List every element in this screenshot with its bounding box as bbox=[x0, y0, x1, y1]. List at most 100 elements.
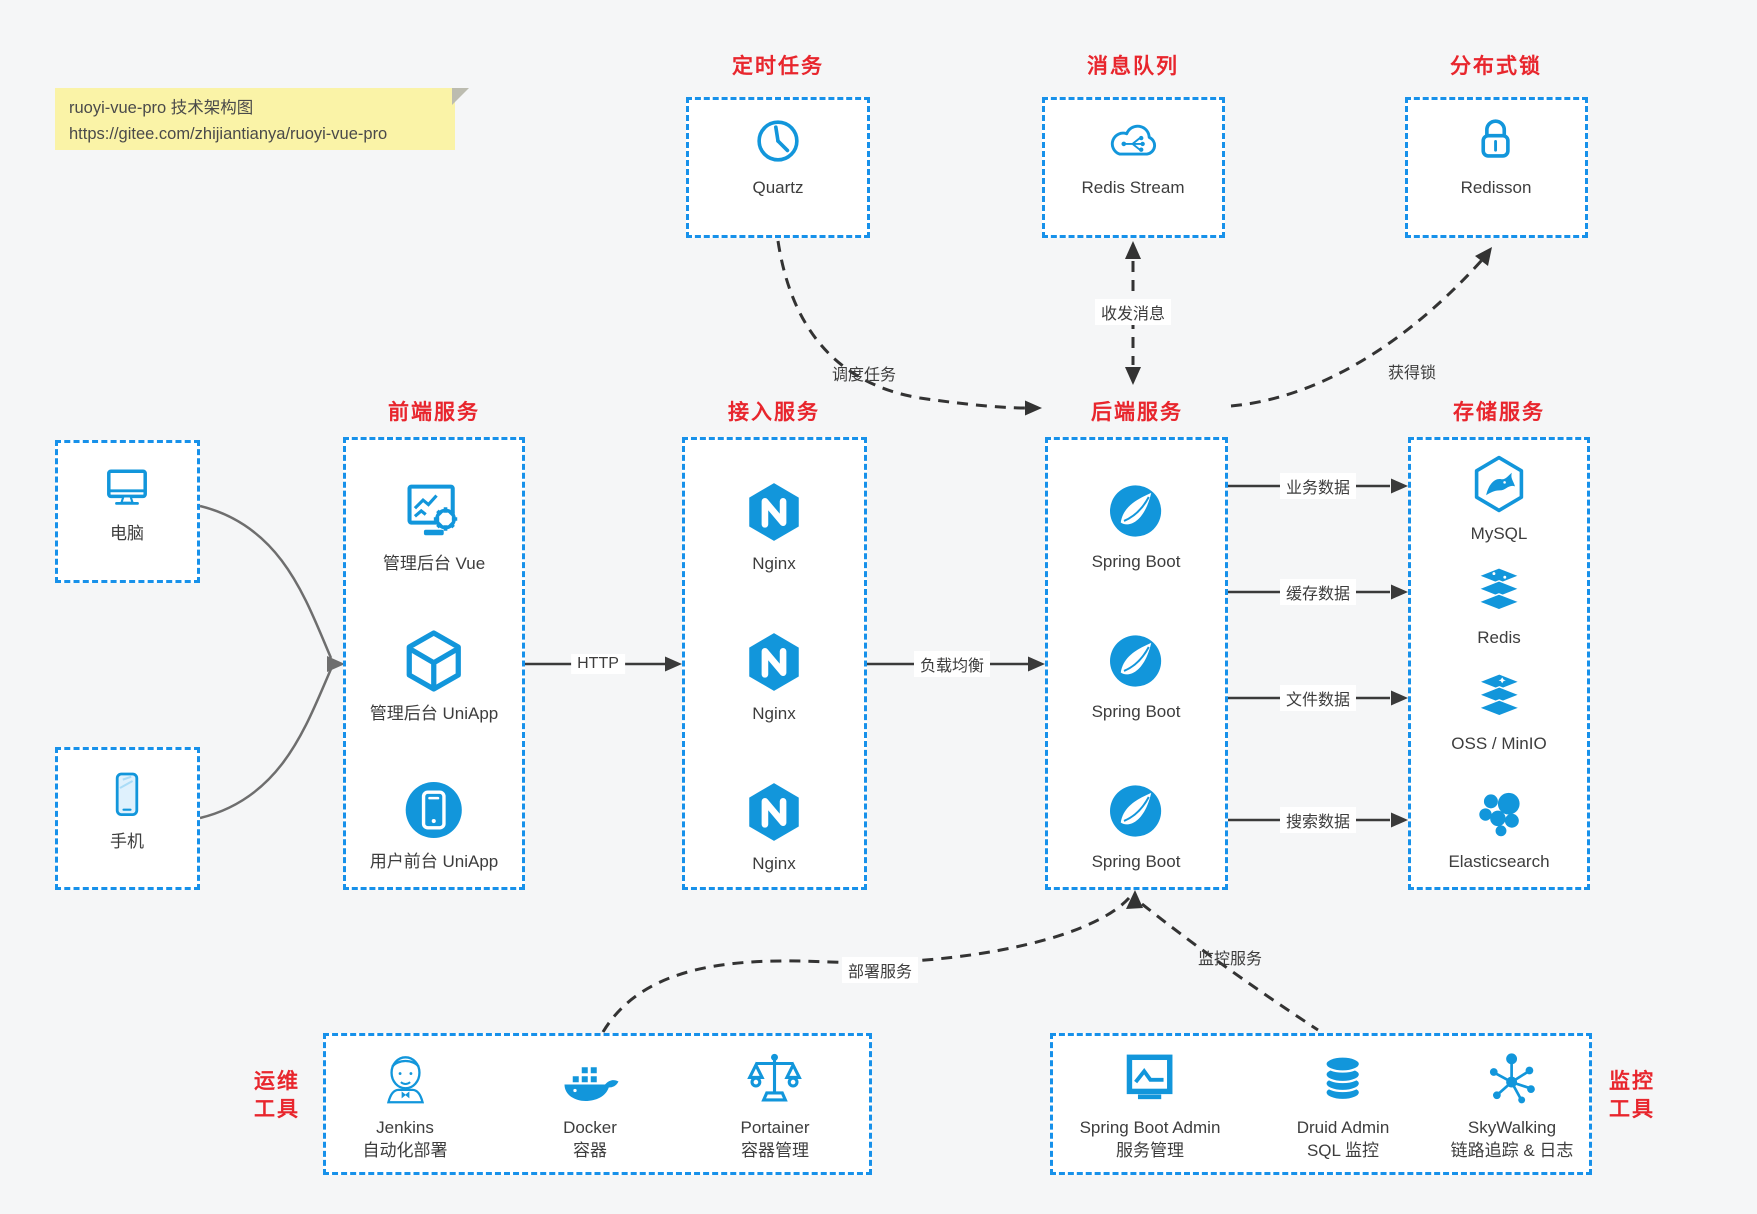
spring-boot-item-3: Spring Boot bbox=[1091, 778, 1181, 873]
edge-label-file-data: 文件数据 bbox=[1279, 685, 1357, 711]
spring-boot-item-2: Spring Boot bbox=[1091, 628, 1181, 723]
note-fold-corner bbox=[452, 88, 469, 105]
phone-item: 手机 bbox=[99, 766, 155, 853]
edge-label-search-data: 搜索数据 bbox=[1279, 807, 1357, 833]
item-label: Spring Boot bbox=[1091, 702, 1181, 721]
edge-label-deploy: 部署服务 bbox=[841, 957, 919, 983]
device-merge-curves bbox=[199, 504, 333, 820]
user-app-icon bbox=[405, 781, 463, 839]
item-label: 管理后台 Vue bbox=[382, 554, 486, 573]
ops-tools-label: 运维 工具 bbox=[254, 1070, 300, 1122]
elasticsearch-item: Elasticsearch bbox=[1448, 782, 1550, 873]
group-title-distributed-lock: 分布式锁 bbox=[1450, 55, 1542, 78]
dashed-curves bbox=[601, 240, 1484, 1033]
phone-box bbox=[55, 747, 200, 890]
item-label: Elasticsearch bbox=[1448, 852, 1550, 871]
quartz-item: Quartz bbox=[749, 112, 807, 199]
skywalking-icon bbox=[1490, 1053, 1536, 1104]
admin-uniapp-item: 管理后台 UniApp bbox=[370, 626, 498, 725]
nginx-icon bbox=[749, 483, 799, 541]
admin-vue-icon bbox=[407, 484, 458, 536]
ops-tools-box bbox=[323, 1033, 872, 1175]
edge-label-business-data: 业务数据 bbox=[1279, 473, 1357, 499]
edge-label-schedule: 调度任务 bbox=[831, 367, 897, 384]
oss-minio-item: OSS / MinIO bbox=[1451, 668, 1547, 755]
docker-item: Docker 容器 bbox=[557, 1050, 623, 1163]
note-url: https://gitee.com/zhijiantianya/ruoyi-vu… bbox=[69, 125, 388, 144]
monitor-curve bbox=[1141, 902, 1319, 1032]
monitor-tools-label: 监控 工具 bbox=[1609, 1070, 1655, 1122]
item-label: 用户前台 UniApp bbox=[369, 852, 499, 871]
item-label: 手机 bbox=[110, 832, 144, 851]
cloud-network-icon bbox=[1111, 124, 1157, 156]
quartz-box bbox=[686, 97, 870, 238]
elasticsearch-icon bbox=[1478, 792, 1520, 837]
edge-label-load-balance: 负载均衡 bbox=[913, 651, 991, 677]
cube-icon bbox=[406, 630, 462, 692]
solid-arrowheads bbox=[665, 478, 1408, 828]
item-label: Quartz bbox=[752, 178, 804, 197]
group-title-frontend: 前端服务 bbox=[388, 401, 480, 424]
group-title-scheduled-tasks: 定时任务 bbox=[732, 55, 824, 78]
item-label: Redis bbox=[1477, 628, 1521, 647]
item-label: SkyWalking bbox=[1467, 1118, 1557, 1137]
item-label: OSS / MinIO bbox=[1451, 734, 1547, 753]
edge-label-monitor: 监控服务 bbox=[1197, 951, 1263, 968]
item-label: Portainer bbox=[740, 1118, 810, 1137]
spring-boot-admin-item: Spring Boot Admin 服务管理 bbox=[1079, 1048, 1221, 1163]
item-label: Spring Boot bbox=[1091, 852, 1181, 871]
item-sublabel: 自动化部署 bbox=[362, 1141, 448, 1161]
spring-boot-item-1: Spring Boot bbox=[1091, 478, 1181, 573]
jenkins-icon bbox=[386, 1056, 424, 1104]
druid-admin-item: Druid Admin SQL 监控 bbox=[1296, 1048, 1390, 1163]
item-label: Jenkins bbox=[376, 1118, 434, 1137]
spring-icon bbox=[1110, 785, 1162, 837]
redis-stack-icon bbox=[1476, 567, 1522, 611]
item-label: Spring Boot Admin bbox=[1079, 1118, 1221, 1137]
item-sublabel: 链路追踪 & 日志 bbox=[1450, 1141, 1574, 1161]
portainer-item: Portainer 容器管理 bbox=[740, 1048, 810, 1163]
item-label: Redisson bbox=[1460, 178, 1532, 197]
item-label: Nginx bbox=[752, 854, 796, 873]
edge-label-mq: 收发消息 bbox=[1094, 299, 1172, 325]
edge-label-lock: 获得锁 bbox=[1387, 365, 1437, 382]
lock-curve bbox=[1230, 258, 1484, 408]
dashed-arrowheads bbox=[1025, 241, 1492, 909]
redisson-item: Redisson bbox=[1460, 110, 1532, 199]
item-label: Nginx bbox=[752, 704, 796, 723]
pc-box bbox=[55, 440, 200, 583]
lock-icon bbox=[1481, 119, 1511, 158]
spring-boot-admin-icon bbox=[1127, 1054, 1173, 1100]
item-label: Redis Stream bbox=[1081, 178, 1185, 197]
docker-icon bbox=[564, 1065, 619, 1101]
sticky-note: ruoyi-vue-pro 技术架构图 https://gitee.com/zh… bbox=[55, 88, 469, 150]
edge-label-cache-data: 缓存数据 bbox=[1279, 579, 1357, 605]
phone-icon bbox=[115, 772, 139, 816]
item-label: 电脑 bbox=[110, 524, 144, 543]
skywalking-item: SkyWalking 链路追踪 & 日志 bbox=[1450, 1048, 1574, 1163]
redis-stream-item: Redis Stream bbox=[1081, 112, 1185, 199]
nginx-item-1: Nginx bbox=[741, 478, 807, 575]
redis-item: Redis bbox=[1468, 562, 1530, 649]
nginx-item-2: Nginx bbox=[741, 628, 807, 725]
device-arrowhead bbox=[327, 656, 345, 672]
spring-icon bbox=[1110, 485, 1162, 537]
item-label: Spring Boot bbox=[1091, 552, 1181, 571]
item-label: Druid Admin bbox=[1296, 1118, 1390, 1137]
desktop-icon bbox=[107, 469, 147, 505]
pc-item: 电脑 bbox=[97, 460, 157, 545]
group-title-storage: 存储服务 bbox=[1453, 401, 1545, 424]
admin-vue-item: 管理后台 Vue bbox=[383, 474, 485, 575]
item-sublabel: SQL 监控 bbox=[1306, 1141, 1380, 1161]
nginx-icon bbox=[749, 783, 799, 841]
item-label: MySQL bbox=[1470, 524, 1528, 543]
spring-icon bbox=[1110, 635, 1162, 687]
item-label: Docker bbox=[563, 1118, 617, 1137]
jenkins-item: Jenkins 自动化部署 bbox=[363, 1048, 448, 1163]
edge-label-http: HTTP bbox=[571, 654, 625, 674]
item-sublabel: 服务管理 bbox=[1116, 1141, 1184, 1161]
oss-stack-icon bbox=[1476, 673, 1522, 717]
portainer-icon bbox=[747, 1053, 803, 1102]
